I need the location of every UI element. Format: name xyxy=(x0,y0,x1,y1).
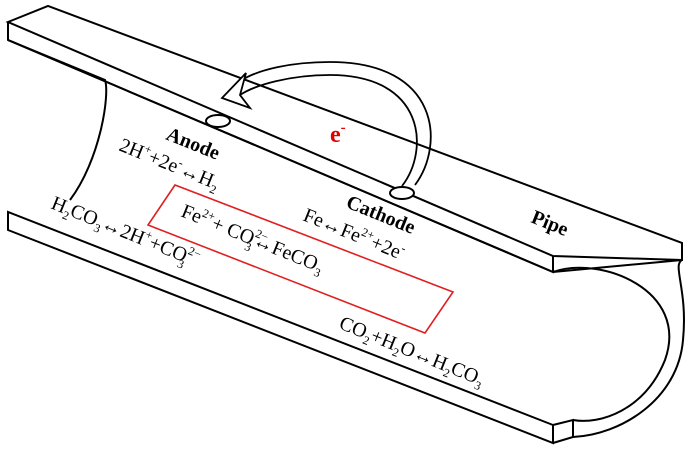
anode-hole xyxy=(205,114,231,128)
electron-label: e- xyxy=(330,120,346,148)
electron-flow-arrow xyxy=(239,61,432,187)
pipe-left-curve xyxy=(7,39,108,201)
pipe-right-end-edge xyxy=(572,259,685,438)
pipe-bottom-wall-end xyxy=(552,418,574,444)
cathode-hole xyxy=(389,186,415,200)
pipe-body xyxy=(5,4,685,445)
pipe-top-wall-face xyxy=(5,4,683,262)
siderite-highlight-box xyxy=(146,184,455,334)
pipe-right-outer-curve xyxy=(552,266,671,422)
pipe-top-wall xyxy=(7,22,554,274)
arrow-head-icon xyxy=(220,72,253,110)
